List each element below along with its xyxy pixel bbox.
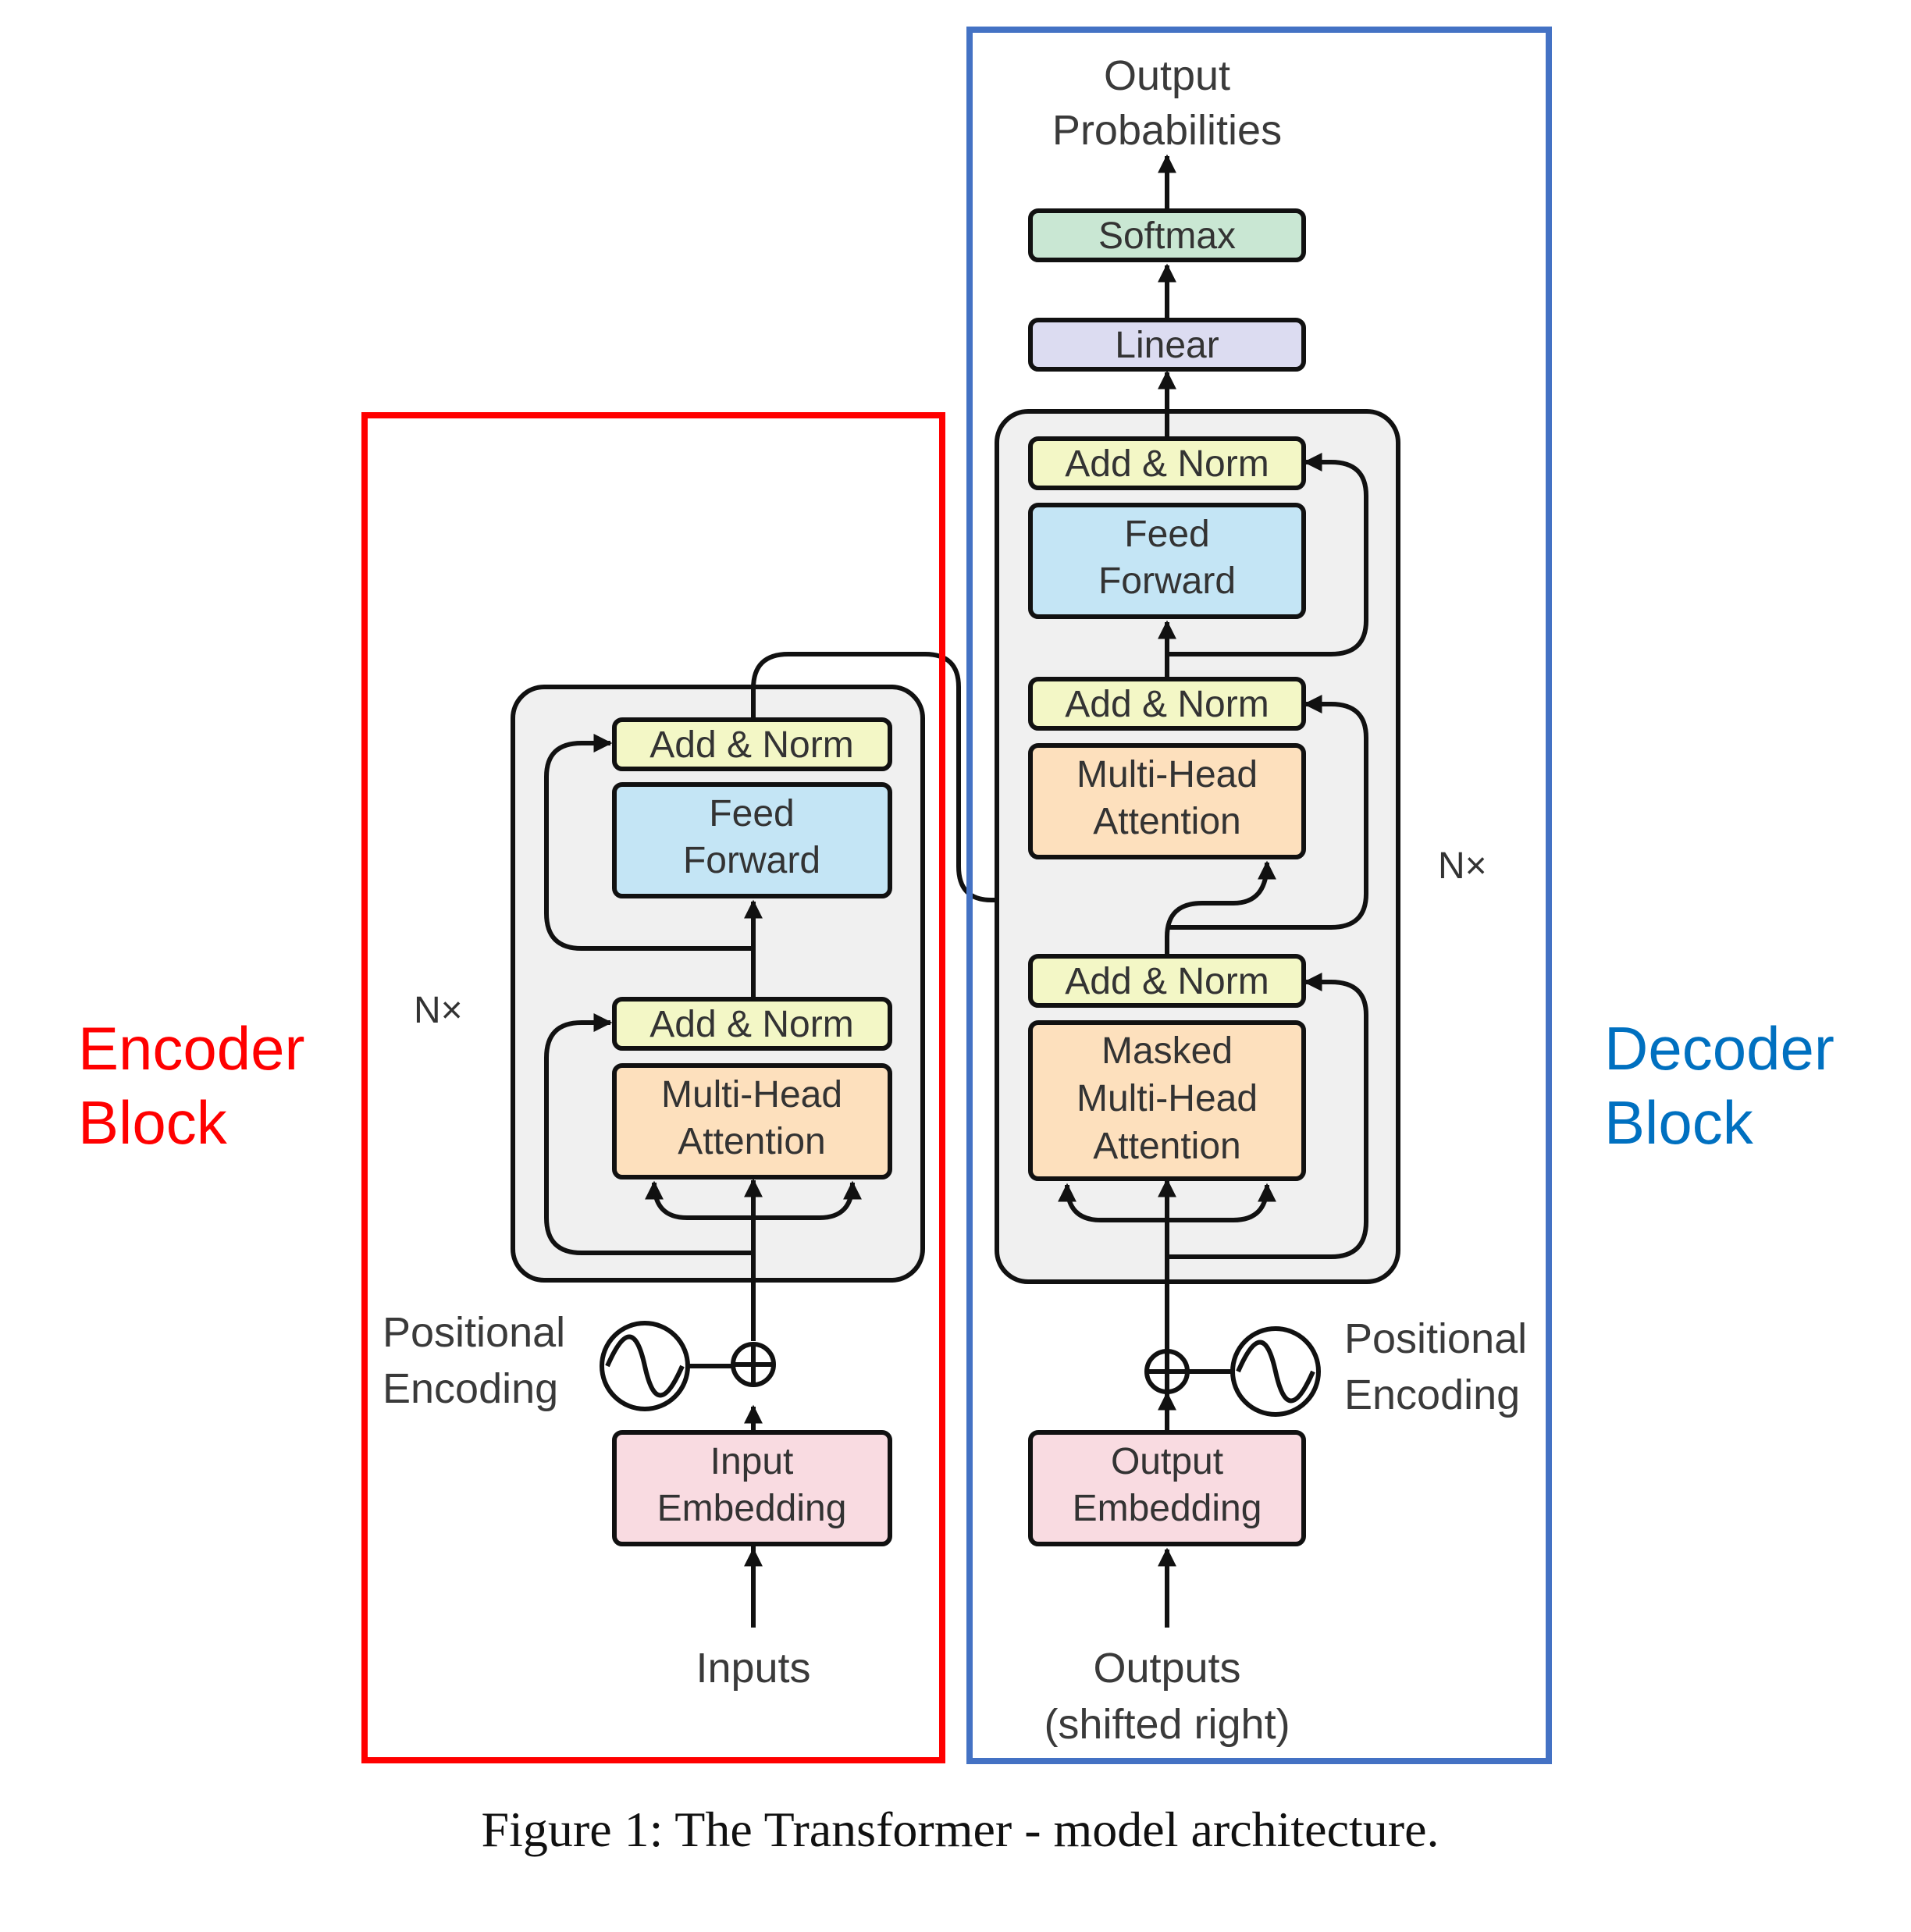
decoder-embedding-label-2: Embedding bbox=[1073, 1488, 1262, 1529]
decoder-positional-label-1: Positional bbox=[1344, 1315, 1527, 1362]
decoder-mmha-label-3: Attention bbox=[1093, 1126, 1240, 1167]
decoder-linear bbox=[1028, 318, 1306, 372]
decoder-add-norm-mid-label: Add & Norm bbox=[1065, 684, 1269, 725]
decoder-softmax-label: Softmax bbox=[1098, 215, 1236, 257]
decoder-masked-multi-head-attention bbox=[1028, 1020, 1306, 1181]
decoder-feed-forward bbox=[1028, 503, 1306, 619]
decoder-output-embedding bbox=[1028, 1430, 1306, 1546]
encoder-repeat-label: N× bbox=[414, 990, 463, 1031]
encoder-embedding-label-1: Input bbox=[710, 1441, 794, 1482]
decoder-add-norm-top bbox=[1028, 436, 1306, 490]
decoder-linear-label: Linear bbox=[1115, 325, 1219, 366]
decoder-sine-wave bbox=[1236, 1340, 1315, 1404]
decoder-output-probabilities-label-2: Probabilities bbox=[1052, 107, 1282, 154]
encoder-title-2: Block bbox=[78, 1088, 228, 1157]
encoder-input-embedding bbox=[612, 1430, 892, 1546]
encoder-positional-label-1: Positional bbox=[383, 1309, 565, 1356]
decoder-connections bbox=[1058, 154, 1368, 1628]
encoder-stack bbox=[511, 685, 925, 1283]
encoder-add-norm-bottom-label: Add & Norm bbox=[649, 1004, 853, 1045]
encoder-mha-label-2: Attention bbox=[678, 1121, 825, 1162]
decoder-positional-label-2: Encoding bbox=[1344, 1372, 1520, 1418]
decoder-block-outline bbox=[966, 27, 1552, 1764]
encoder-block-outline bbox=[361, 412, 945, 1763]
encoder-embedding-label-2: Embedding bbox=[657, 1488, 847, 1529]
decoder-title-2: Block bbox=[1604, 1088, 1754, 1157]
encoder-positional-label-2: Encoding bbox=[383, 1365, 558, 1412]
encoder-feed-forward-label-2: Forward bbox=[683, 840, 820, 881]
encoder-add-norm-top bbox=[612, 717, 892, 771]
decoder-embedding-label-1: Output bbox=[1111, 1441, 1223, 1482]
decoder-add-norm-mid bbox=[1028, 677, 1306, 731]
decoder-repeat-label: N× bbox=[1438, 845, 1487, 887]
decoder-feed-forward-label-1: Feed bbox=[1124, 514, 1209, 555]
encoder-add-norm-top-label: Add & Norm bbox=[649, 724, 853, 766]
decoder-add-norm-bottom-label: Add & Norm bbox=[1065, 961, 1269, 1002]
encoder-multi-head-attention bbox=[612, 1063, 892, 1179]
decoder-output-probabilities-label-1: Output bbox=[1104, 52, 1230, 99]
decoder-outputs-label-1: Outputs bbox=[1093, 1645, 1240, 1692]
decoder-mmha-label-2: Multi-Head bbox=[1076, 1078, 1258, 1119]
decoder-add-norm-bottom bbox=[1028, 954, 1306, 1008]
decoder-mha-label-1: Multi-Head bbox=[1076, 754, 1258, 795]
encoder-feed-forward-label-1: Feed bbox=[709, 793, 794, 834]
encoder-mha-label-1: Multi-Head bbox=[661, 1074, 842, 1115]
decoder-mha-label-2: Attention bbox=[1093, 801, 1240, 842]
decoder-outputs-label-2: (shifted right) bbox=[1044, 1701, 1290, 1748]
decoder-title-1: Decoder bbox=[1604, 1014, 1834, 1083]
encoder-add-norm-bottom bbox=[612, 997, 892, 1051]
decoder-feed-forward-label-2: Forward bbox=[1098, 560, 1236, 602]
encoder-inputs-label: Inputs bbox=[696, 1645, 810, 1692]
decoder-add-norm-top-label: Add & Norm bbox=[1065, 443, 1269, 485]
decoder-multi-head-attention bbox=[1028, 743, 1306, 859]
encoder-feed-forward bbox=[612, 782, 892, 898]
decoder-mmha-label-1: Masked bbox=[1101, 1030, 1233, 1072]
decoder-softmax bbox=[1028, 208, 1306, 262]
encoder-sine-wave bbox=[605, 1334, 685, 1398]
encoder-title-1: Encoder bbox=[78, 1014, 305, 1083]
figure-caption: Figure 1: The Transformer - model archit… bbox=[482, 1802, 1439, 1857]
